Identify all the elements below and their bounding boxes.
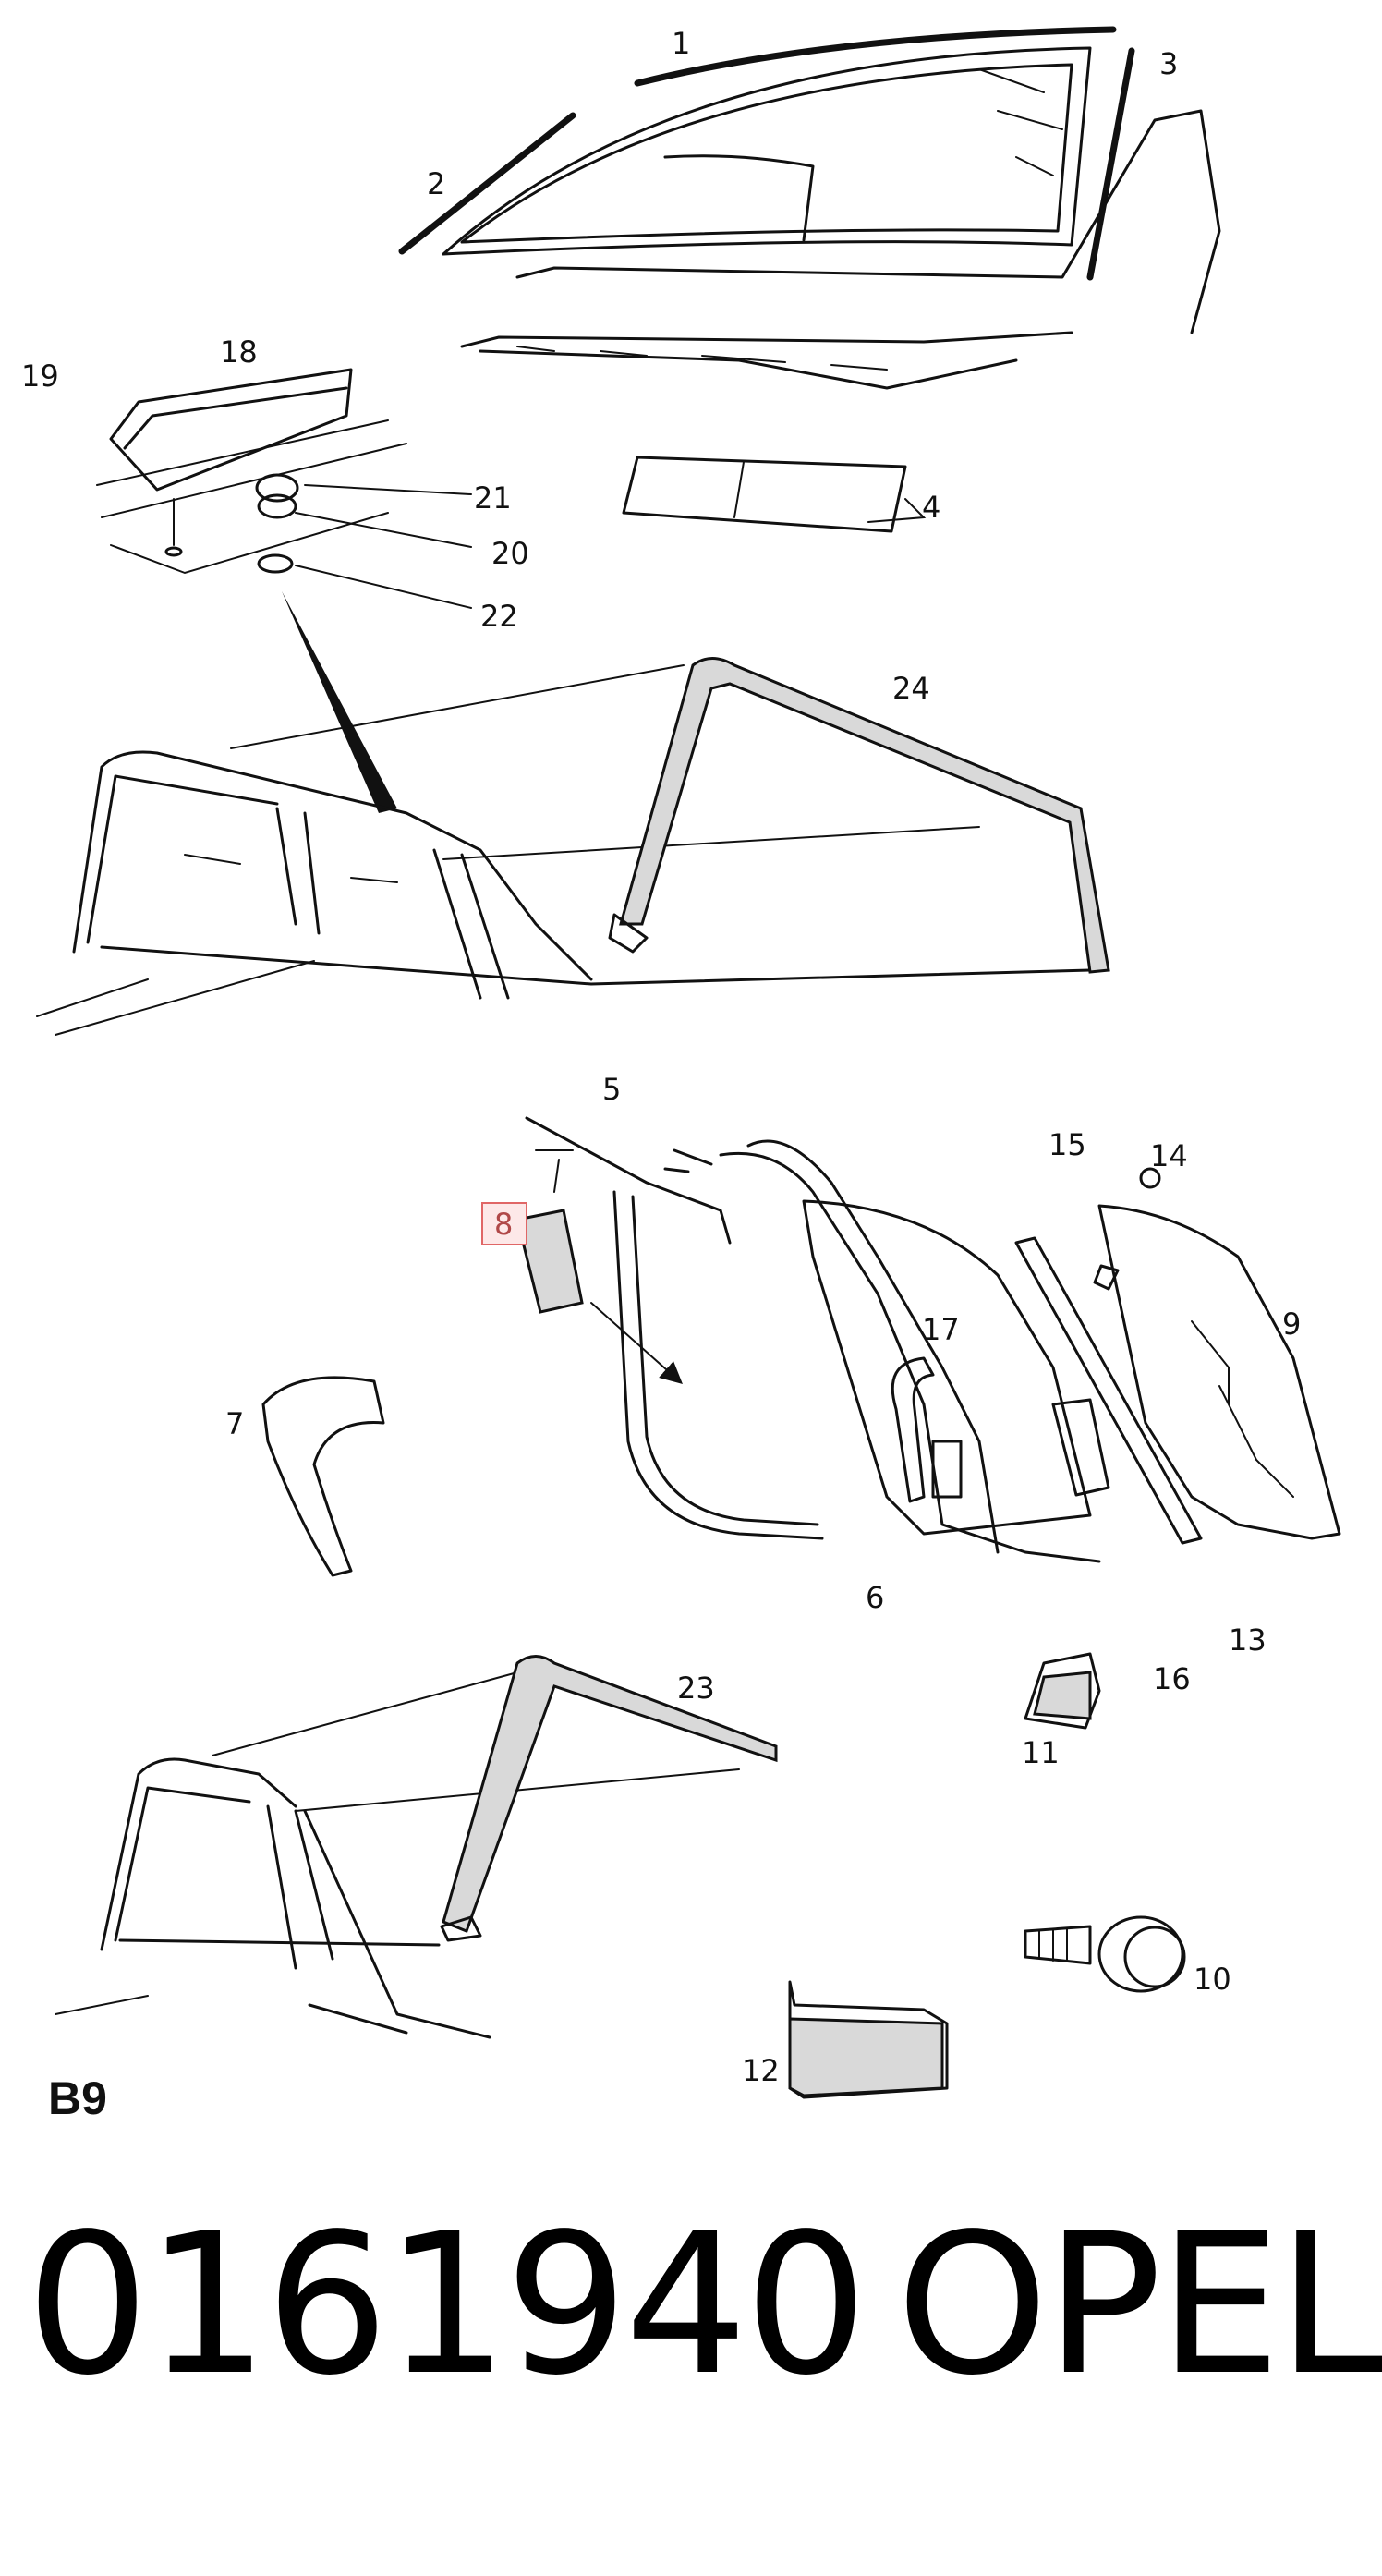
callout-8-highlight	[481, 1202, 527, 1245]
seal-24	[619, 657, 1110, 974]
pad-8	[515, 1209, 584, 1314]
seal-23	[442, 1655, 778, 1933]
part-4	[622, 456, 927, 533]
callout-3: 3	[1159, 46, 1178, 81]
callout-1: 1	[672, 26, 690, 61]
windshield-assembly	[398, 26, 1221, 390]
callout-17: 17	[922, 1312, 960, 1347]
callout-21: 21	[474, 480, 512, 516]
roof-vent-assembly	[96, 368, 472, 813]
callout-8: 8	[494, 1207, 513, 1242]
rear-side-window-top	[36, 657, 1110, 1036]
part-number: 0161940	[26, 2192, 867, 2418]
callout-13: 13	[1229, 1622, 1267, 1658]
molding-1	[634, 26, 1117, 87]
callout-6: 6	[866, 1580, 884, 1615]
callout-7: 7	[225, 1406, 244, 1441]
callout-5: 5	[602, 1072, 621, 1107]
callout-11: 11	[1022, 1735, 1060, 1770]
callout-2: 2	[427, 166, 445, 201]
quarter-window-assembly	[261, 1116, 1341, 1730]
callout-19: 19	[21, 358, 59, 394]
section-code: B9	[48, 2072, 107, 2124]
callout-14: 14	[1150, 1138, 1188, 1173]
callout-23: 23	[677, 1671, 715, 1706]
callout-9: 9	[1282, 1306, 1301, 1342]
callout-15: 15	[1049, 1127, 1086, 1162]
block-12	[788, 1980, 949, 2099]
callout-18: 18	[220, 334, 258, 370]
callout-12: 12	[742, 2053, 780, 2088]
clip-10	[1024, 1915, 1186, 1993]
callout-20: 20	[491, 536, 529, 571]
brand-name: OPEL	[896, 2192, 1382, 2418]
callout-16: 16	[1153, 1661, 1191, 1696]
molding-2	[398, 112, 576, 255]
molding-3	[1086, 47, 1135, 281]
callout-4: 4	[922, 490, 940, 525]
callout-22: 22	[480, 599, 518, 634]
callout-24: 24	[892, 671, 930, 706]
rear-side-window-bottom	[55, 1655, 778, 2039]
callout-10: 10	[1194, 1962, 1231, 1997]
